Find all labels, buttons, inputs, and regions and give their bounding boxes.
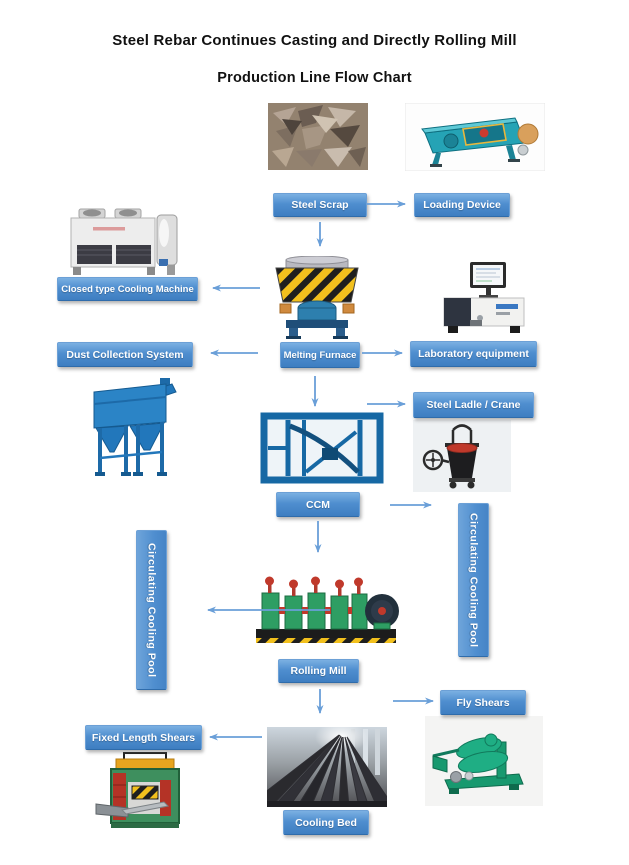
node-fixed-length-shears: Fixed Length Shears	[85, 725, 202, 750]
node-circulating-cooling-pool-right: Circulating Cooling Pool	[458, 503, 489, 657]
lab-equipment-photo	[430, 260, 538, 340]
node-fly-shears: Fly Shears	[440, 690, 526, 715]
node-dust-collection-system: Dust Collection System	[57, 342, 193, 367]
fixed-length-shears-photo	[92, 750, 198, 834]
node-laboratory-equipment: Laboratory equipment	[410, 341, 537, 367]
cooling-machine-photo	[63, 203, 185, 279]
page-subtitle: Production Line Flow Chart	[217, 70, 412, 86]
node-cooling-bed: Cooling Bed	[283, 810, 369, 835]
steel-scrap-photo	[268, 103, 368, 170]
ccm-photo	[260, 412, 384, 484]
loading-device-photo	[405, 103, 545, 171]
node-rolling-mill: Rolling Mill	[278, 659, 359, 683]
node-steel-ladle-crane: Steel Ladle / Crane	[413, 392, 534, 418]
node-loading-device: Loading Device	[414, 193, 510, 217]
cooling-bed-photo	[267, 727, 387, 807]
steel-ladle-photo	[413, 420, 511, 492]
melting-furnace-photo	[268, 256, 366, 340]
rolling-mill-photo	[252, 563, 404, 651]
node-melting-furnace: Melting Furnace	[280, 342, 360, 368]
node-ccm: CCM	[276, 492, 360, 517]
node-closed-type-cooling-machine: Closed type Cooling Machine	[57, 277, 198, 301]
page-title: Steel Rebar Continues Casting and Direct…	[112, 32, 517, 49]
dust-collector-photo	[76, 376, 190, 480]
node-circulating-cooling-pool-left: Circulating Cooling Pool	[136, 530, 167, 690]
fly-shears-photo	[425, 716, 543, 806]
node-steel-scrap: Steel Scrap	[273, 193, 367, 217]
